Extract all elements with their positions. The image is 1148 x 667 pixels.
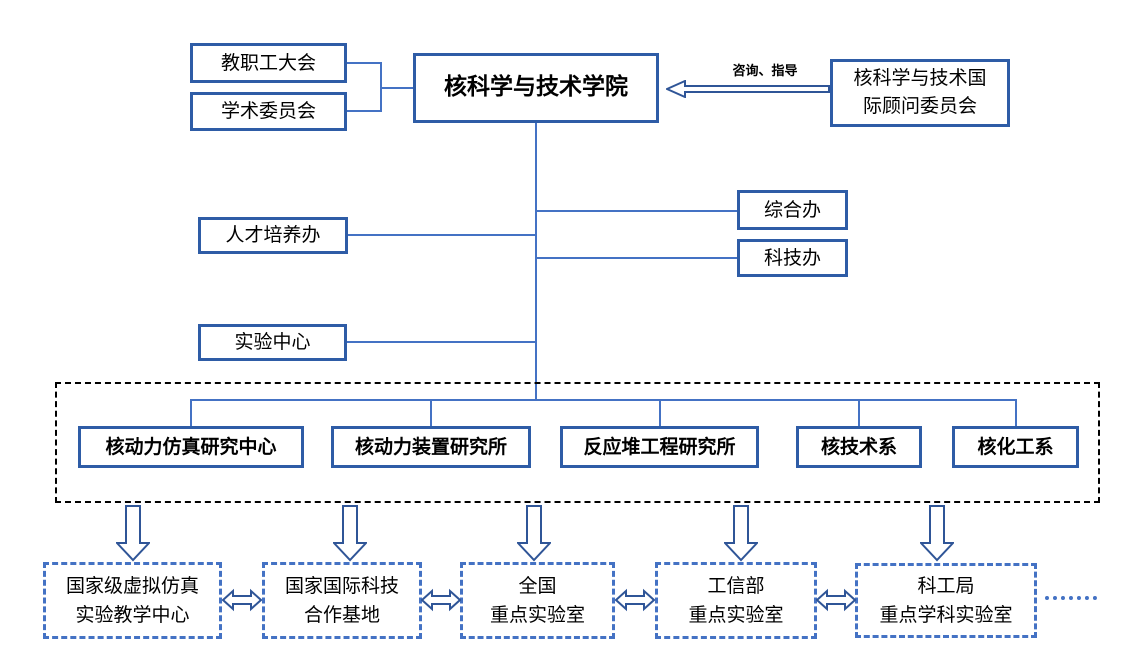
down-arrow-icon [333, 505, 367, 562]
connector-drop-5 [1015, 399, 1017, 426]
dept-label: 反应堆工程研究所 [583, 435, 736, 458]
box-platform-sastind-key-lab: 科工局 重点学科实验室 [855, 563, 1037, 638]
connector-faculty-stub [347, 62, 382, 64]
box-faculty-congress: 教职工大会 [190, 43, 347, 83]
box-dept-simulation-center: 核动力仿真研究中心 [78, 426, 304, 468]
box-platform-national-key-lab: 全国 重点实验室 [460, 562, 615, 639]
down-arrow-icon [724, 505, 758, 562]
box-dept-power-plant-institute: 核动力装置研究所 [331, 426, 531, 468]
connector-bracket-to-main [380, 87, 414, 89]
connector-general-office [536, 210, 737, 212]
faculty-congress-label: 教职工大会 [220, 51, 316, 74]
departments-group-zone [55, 382, 1100, 503]
down-arrow-icon [116, 505, 150, 562]
connector-talent-training [348, 234, 536, 236]
box-general-office: 综合办 [737, 190, 848, 230]
left-arrow-icon [666, 80, 830, 98]
advisory-label-line2: 际顾问委员会 [862, 95, 977, 117]
advisory-label-line1: 核科学与技术国 [853, 67, 987, 90]
box-dept-reactor-engineering-institute: 反应堆工程研究所 [560, 426, 759, 468]
dept-label: 核化工系 [977, 435, 1054, 458]
box-platform-miit-key-lab: 工信部 重点实验室 [655, 562, 817, 639]
academic-committee-label: 学术委员会 [220, 100, 316, 123]
dept-label: 核动力装置研究所 [354, 435, 507, 458]
platform-label-line2: 重点实验室 [688, 603, 784, 626]
down-arrow-icon [920, 505, 954, 562]
box-dept-nuclear-technology: 核技术系 [796, 426, 922, 468]
platform-label-line1: 国家国际科技 [284, 575, 399, 597]
box-academic-committee: 学术委员会 [190, 92, 347, 131]
connector-drop-4 [858, 399, 860, 426]
experiment-center-label: 实验中心 [234, 331, 311, 354]
connector-experiment-center [347, 341, 536, 343]
platform-label-line1: 全国 [518, 575, 557, 597]
dept-label: 核动力仿真研究中心 [105, 435, 277, 458]
platform-label-line2: 重点实验室 [489, 603, 585, 626]
platform-label-line2: 实验教学中心 [75, 603, 190, 626]
platform-label-line1: 工信部 [707, 575, 765, 597]
platform-label-line1: 国家级虚拟仿真 [65, 575, 199, 597]
connector-drop-2 [430, 399, 432, 426]
consult-guide-label: 咨询、指导 [732, 64, 798, 79]
platform-label-line2: 合作基地 [303, 603, 380, 626]
talent-training-label: 人才培养办 [225, 224, 321, 247]
connector-drop-3 [659, 399, 661, 426]
box-talent-training-office: 人才培养办 [198, 217, 348, 254]
double-arrow-icon [615, 588, 655, 612]
box-platform-virtual-simulation: 国家级虚拟仿真 实验教学中心 [43, 562, 222, 639]
double-arrow-icon [421, 588, 461, 612]
box-platform-intl-cooperation-base: 国家国际科技 合作基地 [262, 562, 422, 639]
sci-tech-office-label: 科技办 [763, 246, 821, 269]
box-sci-tech-office: 科技办 [737, 239, 848, 277]
connector-distribution [191, 399, 1017, 401]
connector-academic-stub [347, 110, 382, 112]
box-experiment-center: 实验中心 [198, 324, 347, 361]
double-arrow-icon [222, 588, 262, 612]
platform-label-line2: 重点学科实验室 [879, 603, 1013, 626]
dotted-continuation-line [1045, 596, 1097, 600]
box-college: 核科学与技术学院 [413, 53, 659, 123]
down-arrow-icon [517, 505, 551, 562]
college-name-label: 核科学与技术学院 [444, 74, 628, 101]
platform-label-line1: 科工局 [917, 575, 975, 597]
double-arrow-icon [816, 588, 856, 612]
box-dept-nuclear-chemical: 核化工系 [952, 426, 1079, 468]
connector-drop-1 [190, 399, 192, 426]
box-international-advisory-committee: 核科学与技术国 际顾问委员会 [830, 59, 1010, 127]
connector-sci-tech-office [536, 257, 737, 259]
general-office-label: 综合办 [763, 198, 821, 221]
dept-label: 核技术系 [820, 435, 897, 458]
connector-trunk-vertical [535, 123, 537, 400]
